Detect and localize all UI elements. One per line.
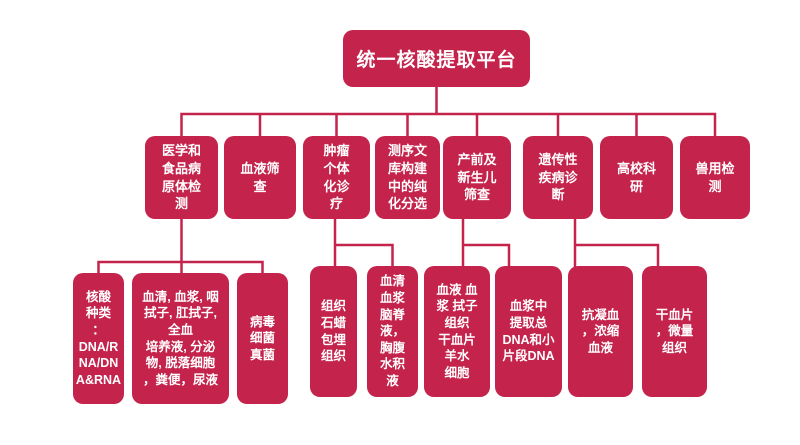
connector-group-prenatal — [461, 217, 511, 268]
leaf-serum-plasma-csf: 血清 血浆 脑脊 液， 胸腹 水积 液 — [367, 266, 418, 397]
node-university-research: 高校科 研 — [600, 136, 673, 219]
leaf-plasma-dna-extraction: 血浆中 提取总 DNA和小 片段DNA — [495, 266, 562, 397]
node-prenatal-newborn-screening: 产前及 新生儿 筛查 — [443, 136, 511, 219]
connector-root-to-level2 — [180, 85, 717, 138]
node-veterinary-testing: 兽用检 测 — [680, 136, 750, 219]
connector-group-medical — [97, 217, 264, 275]
leaf-dried-blood-spot: 干血片 ，微量 组织 — [642, 266, 707, 397]
connector-group-tumor — [333, 217, 394, 268]
node-blood-screening: 血液筛 查 — [224, 136, 296, 219]
connector-group-genetic — [573, 217, 660, 268]
leaf-nucleic-acid-types: 核酸 种类 ： DNA/R NA/DN A&RNA — [73, 273, 124, 404]
leaf-ffpe-tissue: 组织 石蜡 包埋 组织 — [310, 266, 357, 397]
leaf-clinical-sample-types: 血清, 血浆, 咽 拭子, 肛拭子, 全血 培养液, 分泌 物, 脱落细胞 ，粪… — [132, 273, 229, 404]
root-node-platform: 统一核酸提取平台 — [343, 30, 530, 87]
node-genetic-disease-diagnosis: 遗传性 疾病诊 断 — [523, 136, 593, 219]
leaf-virus-bacteria-fungi: 病毒 细菌 真菌 — [237, 273, 288, 404]
node-medical-food-pathogen-detection: 医学和 食品病 原体检 测 — [145, 136, 218, 219]
node-tumor-personalized-therapy: 肿瘤 个体 化诊 疗 — [303, 136, 370, 219]
leaf-prenatal-sample-types: 血液 血 浆 拭子 组织 干血片 羊水 细胞 — [424, 266, 490, 397]
node-sequencing-library-purification: 测序文 库构建 中的纯 化分选 — [375, 136, 440, 219]
leaf-anticoagulated-blood: 抗凝血 ，浓缩 血液 — [568, 266, 633, 397]
